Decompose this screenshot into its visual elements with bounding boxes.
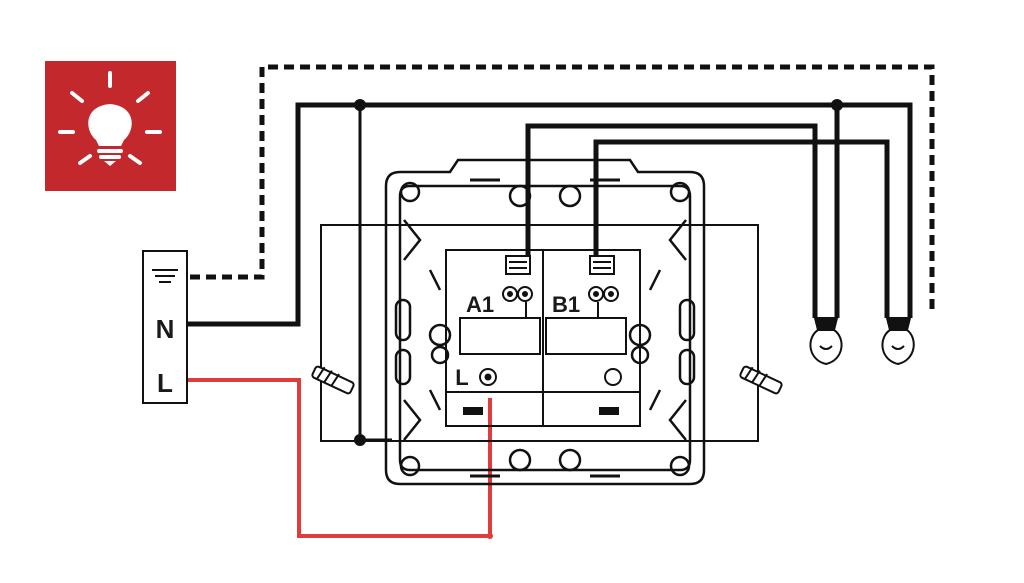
right-fixing-screw [739,365,783,395]
switch-mechanism [445,249,641,427]
live-terminal-label: L [157,368,173,398]
terminal-l [463,368,622,415]
switched-wire-b1 [593,139,890,318]
switch-output-a1-label: A1 [466,292,494,317]
terminal-block: N L [142,250,188,404]
left-fixing-screw [311,365,355,395]
terminal-b1 [588,255,619,318]
switch-output-b1-label: B1 [552,292,580,317]
earth-wire [190,64,935,312]
back-box [320,224,759,442]
lightbulb-icon [58,71,162,166]
switch-input-l-label: L [455,365,468,390]
neutral-terminal-label: N [156,314,175,344]
live-wire [187,378,493,539]
lamp-a1 [809,317,843,366]
lightbulb-badge [45,61,176,191]
lamp-b1 [881,317,915,366]
mounting-frame [384,158,706,486]
neutral-wire [187,99,913,446]
earth-icon [152,269,178,283]
switched-wire-a1 [525,123,818,318]
terminal-a1 [502,255,533,318]
